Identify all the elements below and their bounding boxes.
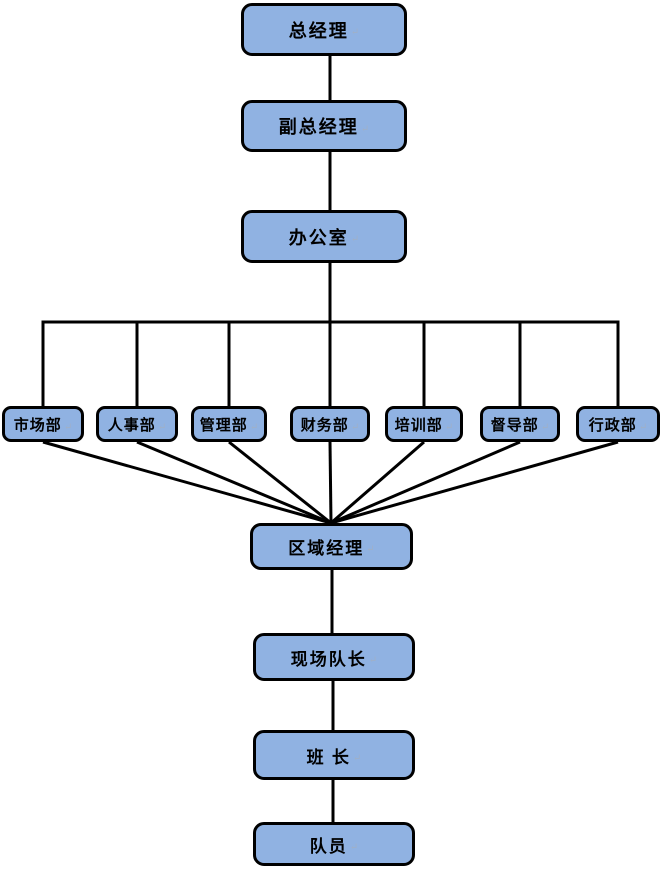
connector-fan-dept-1 xyxy=(42,440,332,525)
node-deputy-general-manager: 副总经理 ↵ xyxy=(241,100,407,152)
node-dept-administration: 行政部 ↵ xyxy=(576,406,660,442)
node-dept-hr: 人事部 ↵ xyxy=(96,406,178,442)
paragraph-mark-icon: ↵ xyxy=(352,752,362,764)
node-site-captain: 现场队长 ↵ xyxy=(253,633,415,681)
paragraph-mark-icon: ↵ xyxy=(540,421,550,433)
node-site-captain-label: 现场队长 xyxy=(290,649,367,669)
node-office: 办公室 ↵ xyxy=(241,210,407,263)
connector-fan-dept-5 xyxy=(330,440,425,525)
node-general-manager-label: 总经理 xyxy=(288,20,349,41)
node-dept-hr-label: 人事部 xyxy=(107,417,156,434)
node-squad-leader-label: 班 长 xyxy=(306,747,351,767)
paragraph-mark-icon: ↵ xyxy=(249,421,259,433)
node-regional-manager: 区域经理 ↵ xyxy=(250,523,413,570)
node-dept-training-label: 培训部 xyxy=(394,417,443,434)
paragraph-mark-icon: ↵ xyxy=(63,421,73,433)
paragraph-mark-icon: ↵ xyxy=(368,654,378,666)
node-dept-marketing-label: 市场部 xyxy=(13,417,62,434)
connector-fan-dept-4 xyxy=(328,441,333,524)
paragraph-mark-icon: ↵ xyxy=(157,421,167,433)
node-dept-finance-label: 财务部 xyxy=(300,417,349,434)
node-deputy-general-manager-label: 副总经理 xyxy=(278,117,359,137)
paragraph-mark-icon: ↵ xyxy=(444,421,454,433)
node-dept-administration-label: 行政部 xyxy=(588,417,637,434)
paragraph-mark-icon: ↵ xyxy=(638,421,648,433)
connector-fan-dept-6 xyxy=(330,440,521,525)
paragraph-mark-icon: ↵ xyxy=(350,27,360,38)
node-squad-leader: 班 长 ↵ xyxy=(253,730,415,780)
node-dept-marketing: 市场部 ↵ xyxy=(2,406,84,442)
node-team-member: 队员 ↵ xyxy=(253,822,415,866)
node-dept-supervision: 督导部 ↵ xyxy=(480,406,560,442)
node-dept-finance: 财务部 ↵ xyxy=(290,406,370,442)
node-general-manager: 总经理 ↵ xyxy=(241,3,407,56)
paragraph-mark-icon: ↵ xyxy=(366,544,375,555)
paragraph-mark-icon: ↵ xyxy=(349,841,359,853)
paragraph-mark-icon: ↵ xyxy=(350,421,360,433)
connector-fan-dept-3 xyxy=(228,440,332,525)
paragraph-mark-icon: ↵ xyxy=(350,234,360,245)
node-dept-training: 培训部 ↵ xyxy=(385,406,463,442)
paragraph-mark-icon: ↵ xyxy=(360,123,370,135)
node-dept-supervision-label: 督导部 xyxy=(490,417,539,434)
node-team-member-label: 队员 xyxy=(309,836,348,856)
connector-fan-dept-2 xyxy=(136,440,332,525)
node-regional-manager-label: 区域经理 xyxy=(288,539,365,558)
node-dept-management-label: 管理部 xyxy=(199,417,248,434)
node-dept-management: 管理部 ↵ xyxy=(191,406,267,442)
connector-fan-dept-7 xyxy=(330,440,619,525)
node-office-label: 办公室 xyxy=(288,227,349,248)
